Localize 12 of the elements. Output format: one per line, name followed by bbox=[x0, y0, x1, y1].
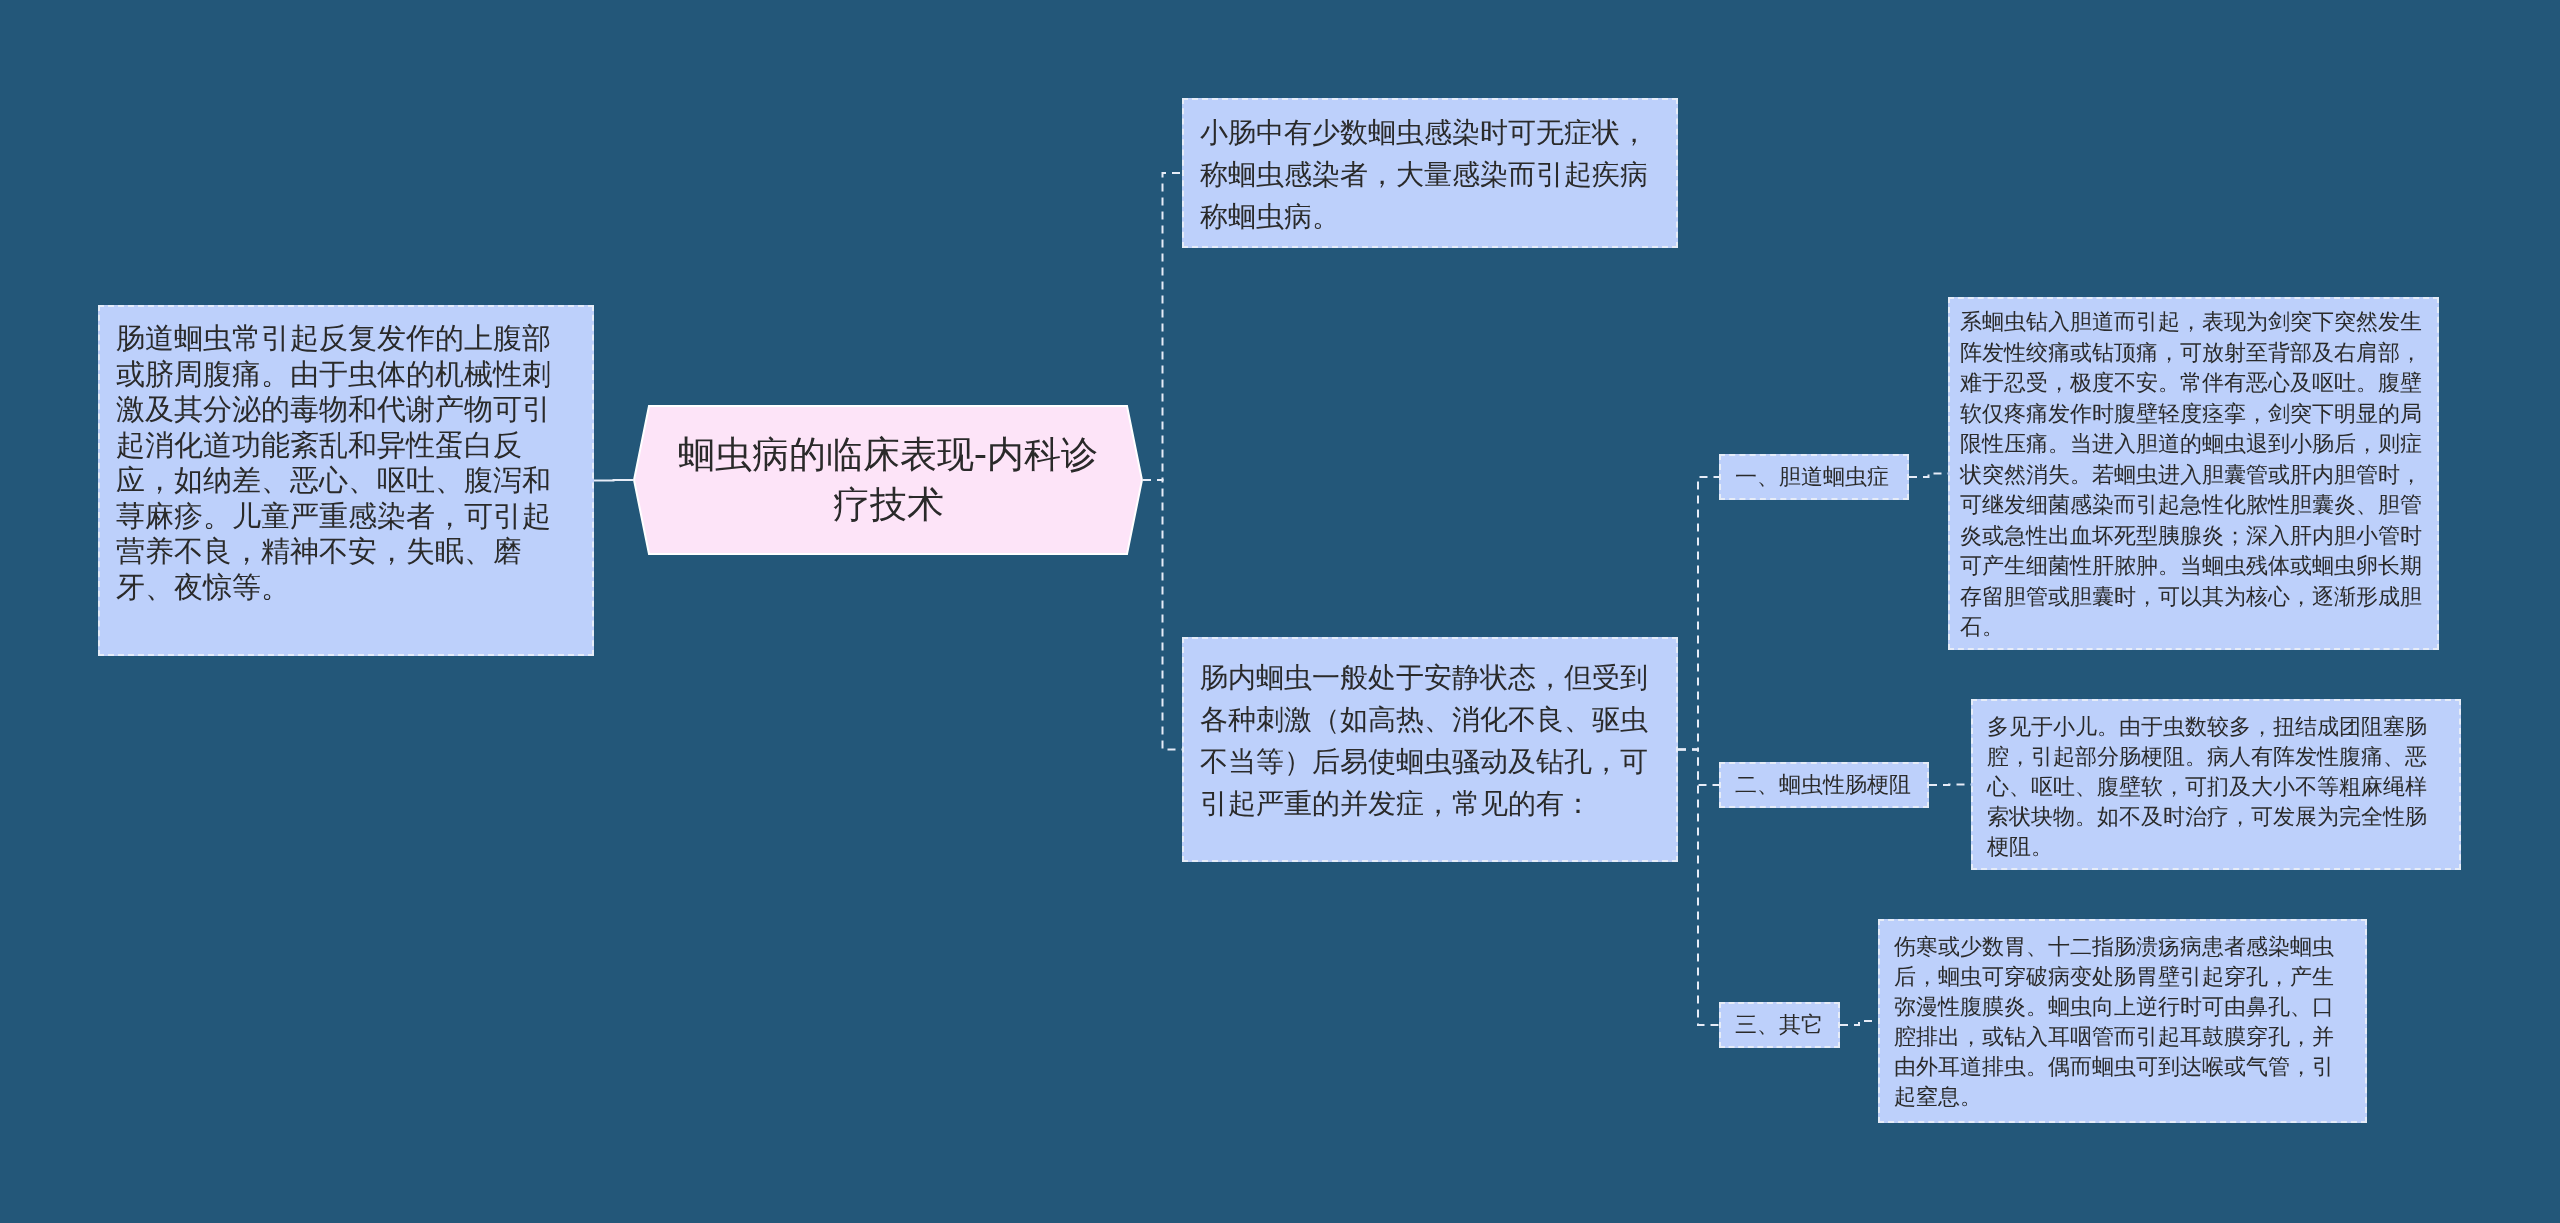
label-box: 二、蛔虫性肠梗阻 bbox=[1719, 762, 1929, 808]
note-box: 多见于小儿。由于虫数较多，扭结成团阻塞肠腔，引起部分肠梗阻。病人有阵发性腹痛、恶心、呕吐、腹壁软，可扪及大小不等粗麻绳样索状块物。如不及时治疗，可发展为完全性肠梗阻。 bbox=[1971, 699, 2461, 870]
note-box: 肠道蛔虫常引起反复发作的上腹部或脐周腹痛。由于虫体的机械性刺激及其分泌的毒物和代谢产物可引起消化道功能紊乱和异性蛋白反应，如纳差、恶心、呕吐、腹泻和荨麻疹。儿童严重感染者，可引起营养不良，精神不安，失眠、磨牙、夜惊等。 bbox=[98, 305, 594, 656]
label-box: 三、其它 bbox=[1719, 1002, 1840, 1048]
note-box: 小肠中有少数蛔虫感染时可无症状，称蛔虫感染者，大量感染而引起疾病称蛔虫病。 bbox=[1182, 98, 1678, 248]
note-box: 系蛔虫钻入胆道而引起，表现为剑突下突然发生阵发性绞痛或钻顶痛，可放射至背部及右肩部，难于忍受，极度不安。常伴有恶心及呕吐。腹壁软仅疼痛发作时腹壁轻度痉挛，剑突下明显的局限性压痛。当进入胆道的蛔虫退到小肠后，则症状突然消失。若蛔虫进入胆囊管或肝内胆管时，可继发细菌感染而引起急性化脓性胆囊炎、胆管炎或急性出血坏死型胰腺炎；深入肝内胆小管时可产生细菌性肝脓肿。当蛔虫残体或蛔虫卵长期存留胆管或胆囊时，可以其为核心，逐渐形成胆石。 bbox=[1948, 297, 2439, 650]
topic-hexagon: 蛔虫病的临床表现-内科诊疗技术 bbox=[633, 405, 1143, 555]
connector-line bbox=[1677, 748, 1720, 1026]
note-box: 肠内蛔虫一般处于安静状态，但受到各种刺激（如高热、消化不良、驱虫不当等）后易使蛔虫骚动及钻孔，可引起严重的并发症，常见的有： bbox=[1182, 637, 1678, 862]
note-box: 伤寒或少数胃、十二指肠溃疡病患者感染蛔虫后，蛔虫可穿破病变处肠胃壁引起穿孔，产生弥漫性腹膜炎。蛔虫向上逆行时可由鼻孔、口腔排出，或钻入耳咽管而引起耳鼓膜穿孔，并由外耳道排虫。偶而蛔虫可到达喉或气管，引起窒息。 bbox=[1878, 919, 2367, 1123]
label-box: 一、胆道蛔虫症 bbox=[1719, 454, 1909, 500]
connector-line bbox=[593, 479, 634, 482]
